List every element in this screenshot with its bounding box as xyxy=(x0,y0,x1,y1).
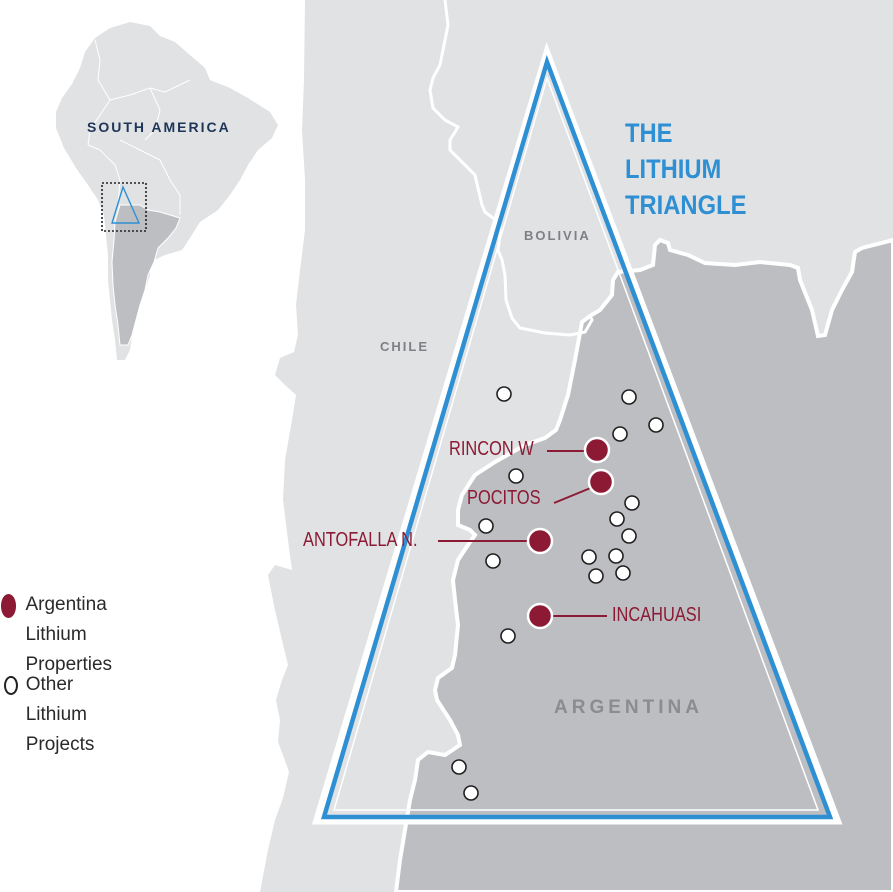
other-project-marker[interactable] xyxy=(581,549,597,565)
other-project-marker[interactable] xyxy=(485,553,501,569)
other-project-marker[interactable] xyxy=(451,759,467,775)
lithium-triangle xyxy=(320,54,834,820)
inset-title: SOUTH AMERICA xyxy=(87,119,231,135)
other-project-marker[interactable] xyxy=(609,511,625,527)
legend-item-properties: Argentina Lithium Properties xyxy=(0,590,121,680)
map-title-line-1: THE xyxy=(625,118,673,148)
country-label-chile: CHILE xyxy=(380,339,429,354)
property-marker-antofalla-n[interactable] xyxy=(526,527,554,555)
other-project-marker[interactable] xyxy=(615,565,631,581)
open-circle-icon xyxy=(4,676,18,695)
other-project-marker[interactable] xyxy=(624,495,640,511)
properties-layer xyxy=(526,436,615,630)
land-argentina xyxy=(393,237,893,892)
legend-label-line-2: Projects xyxy=(25,734,95,755)
lithium-triangle-inner-white xyxy=(333,75,820,811)
property-label-incahuasi: INCAHUASI xyxy=(612,604,702,626)
other-project-marker[interactable] xyxy=(496,386,512,402)
legend-label: Other Lithium Projects xyxy=(26,670,100,760)
other-project-marker[interactable] xyxy=(612,426,628,442)
legend-label: Argentina Lithium Properties xyxy=(25,590,120,680)
other-project-marker[interactable] xyxy=(500,628,516,644)
property-marker-incahuasi[interactable] xyxy=(526,602,554,630)
property-marker-rincon-w[interactable] xyxy=(583,436,611,464)
inset-continent xyxy=(56,22,278,360)
property-marker-pocitos[interactable] xyxy=(587,468,615,496)
other-project-marker[interactable] xyxy=(508,468,524,484)
other-project-marker[interactable] xyxy=(478,518,494,534)
legend-label-line-2: Properties xyxy=(25,654,113,675)
other-project-marker[interactable] xyxy=(463,785,479,801)
lithium-triangle-outline-white xyxy=(311,41,843,825)
other-project-marker[interactable] xyxy=(648,417,664,433)
inset-south-america xyxy=(56,22,278,360)
inset-triangle-icon xyxy=(111,185,141,224)
leader-pocitos xyxy=(553,486,594,504)
other-project-marker[interactable] xyxy=(621,389,637,405)
property-label-rincon-w: RINCON W xyxy=(449,438,534,460)
filled-circle-icon xyxy=(1,594,17,618)
other-project-marker[interactable] xyxy=(621,528,637,544)
map-title-line-3: TRIANGLE xyxy=(625,190,747,220)
other-project-marker[interactable] xyxy=(588,568,604,584)
inset-highlight-box xyxy=(101,182,147,232)
other-project-marker[interactable] xyxy=(608,548,624,564)
other-projects-layer xyxy=(451,386,664,801)
country-label-bolivia: BOLIVIA xyxy=(524,228,591,243)
legend-item-other-projects: Other Lithium Projects xyxy=(0,670,100,760)
property-label-antofalla-n: ANTOFALLA N. xyxy=(303,529,418,551)
inset-borders xyxy=(87,39,191,215)
border-argentina-top xyxy=(589,279,615,318)
border-chile-bolivia xyxy=(428,0,594,337)
country-label-argentina: ARGENTINA xyxy=(554,697,703,718)
legend-label-line-1: Argentina Lithium xyxy=(25,594,107,645)
property-label-pocitos: POCITOS xyxy=(467,487,541,509)
inset-argentina xyxy=(111,204,181,346)
legend-label-line-1: Other Lithium xyxy=(25,674,87,725)
map-title: THE LITHIUM TRIANGLE xyxy=(625,115,746,223)
map-title-line-2: LITHIUM xyxy=(625,154,722,184)
